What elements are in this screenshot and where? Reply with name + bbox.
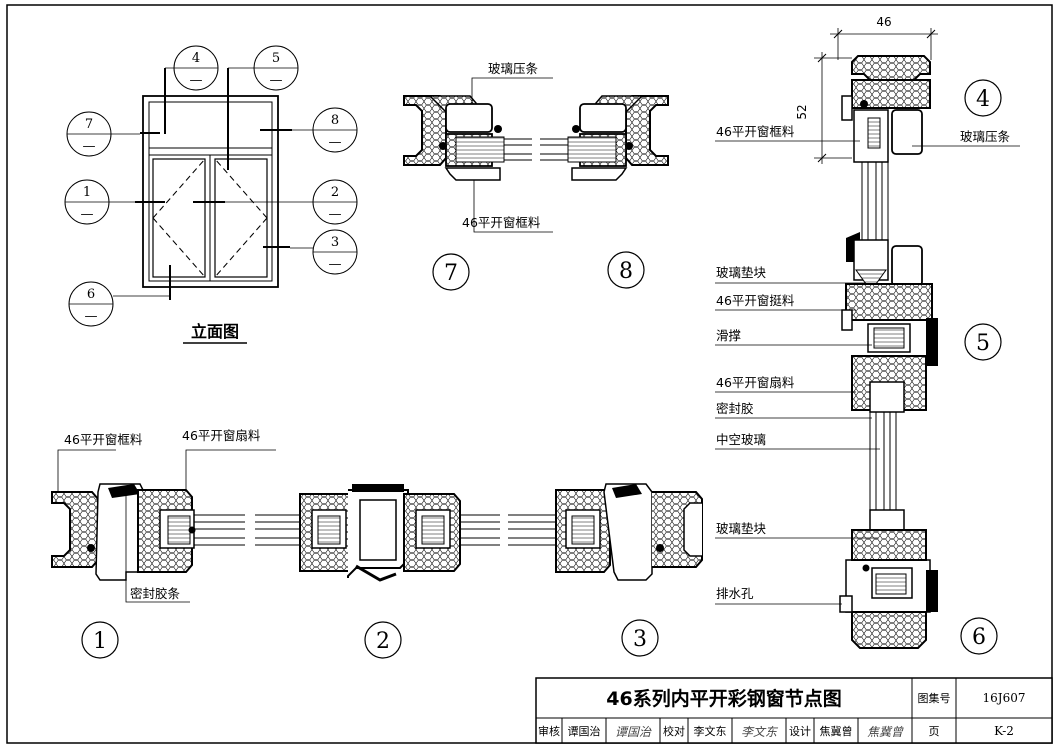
svg-text:设计: 设计 [789, 725, 811, 738]
balloon-5: 5 — [253, 45, 299, 91]
svg-text:46平开窗框料: 46平开窗框料 [462, 215, 541, 230]
svg-text:—: — [83, 139, 96, 154]
title-block: 46系列内平开彩钢窗节点图 图集号 16J607 审核 谭国治 谭国治 校对 李… [535, 677, 1053, 744]
balloon-1: 1 — [64, 179, 110, 225]
balloon-3: 3 — [312, 229, 358, 275]
svg-text:46平开窗挺料: 46平开窗挺料 [716, 293, 795, 308]
svg-text:K-2: K-2 [994, 724, 1014, 738]
svg-text:审核: 审核 [538, 724, 560, 738]
svg-text:7: 7 [85, 117, 93, 132]
left-sash [152, 158, 206, 278]
svg-text:7: 7 [444, 261, 458, 286]
mullion-profile [845, 283, 933, 321]
svg-text:李文东: 李文东 [694, 724, 727, 738]
drawing-title: 46系列内平开彩钢窗节点图 [606, 687, 841, 710]
svg-text:46平开窗框料: 46平开窗框料 [64, 432, 143, 447]
svg-text:玻璃垫块: 玻璃垫块 [716, 265, 767, 280]
svg-text:4: 4 [192, 51, 200, 66]
svg-text:3: 3 [331, 235, 339, 250]
vertical-section: 46 52 [715, 15, 1020, 655]
svg-text:46: 46 [876, 15, 891, 29]
svg-text:4: 4 [976, 87, 990, 112]
section-1: 46平开窗框料 46平开窗扇料 密封胶条 1 [51, 428, 276, 659]
elevation-view: 4 — 5 — 7 — 8 — 1 — 2 — 3 — 6 — 立面图 [64, 45, 358, 344]
svg-text:5: 5 [272, 51, 280, 66]
balloon-8: 8 — [312, 107, 358, 153]
svg-text:页: 页 [929, 725, 940, 738]
svg-text:1: 1 [83, 185, 91, 200]
svg-text:2: 2 [331, 185, 339, 200]
elevation-title: 立面图 [191, 322, 239, 341]
svg-text:8: 8 [619, 259, 633, 284]
svg-text:6: 6 [87, 287, 95, 302]
svg-text:排水孔: 排水孔 [716, 586, 754, 601]
section-7-marker: 7 [432, 253, 470, 291]
section-7-8: 玻璃压条 46平开窗框料 7 8 [403, 61, 669, 291]
svg-text:2: 2 [376, 629, 390, 654]
svg-text:—: — [85, 309, 98, 324]
svg-text:3: 3 [633, 627, 647, 652]
svg-text:—: — [329, 135, 342, 150]
svg-text:玻璃垫块: 玻璃垫块 [716, 521, 767, 536]
svg-text:1: 1 [93, 629, 107, 654]
balloon-6: 6 — [68, 281, 114, 327]
section-1-marker: 1 [81, 621, 119, 659]
svg-text:谭国治: 谭国治 [568, 724, 601, 738]
section-5-marker: 5 [964, 323, 1002, 361]
svg-text:玻璃压条: 玻璃压条 [488, 61, 539, 76]
svg-text:16J607: 16J607 [983, 691, 1026, 705]
svg-text:焦冀曾: 焦冀曾 [820, 724, 853, 738]
section-2: 2 [255, 484, 500, 659]
svg-text:5: 5 [976, 331, 990, 356]
section-4-marker: 4 [964, 79, 1002, 117]
review-signature: 谭国治 [615, 725, 652, 739]
svg-text:玻璃压条: 玻璃压条 [960, 129, 1011, 144]
section-8-marker: 8 [607, 251, 645, 289]
svg-text:—: — [329, 207, 342, 222]
right-sash [214, 158, 268, 278]
check-signature: 李文东 [741, 725, 779, 739]
balloon-4: 4 — [173, 45, 219, 91]
svg-text:中空玻璃: 中空玻璃 [716, 432, 766, 447]
balloon-7: 7 — [66, 111, 112, 157]
svg-text:图集号: 图集号 [918, 691, 951, 705]
svg-text:密封胶条: 密封胶条 [130, 586, 181, 601]
svg-text:滑撑: 滑撑 [716, 328, 742, 343]
svg-text:校对: 校对 [663, 724, 685, 738]
section-3: 3 [508, 483, 703, 657]
svg-text:密封胶: 密封胶 [716, 401, 754, 416]
glass-bead-7 [445, 103, 493, 133]
window-outer-frame [142, 95, 279, 288]
balloon-2: 2 — [312, 179, 358, 225]
sheet-border [6, 4, 1053, 744]
svg-text:46平开窗扇料: 46平开窗扇料 [716, 375, 795, 390]
section-3-marker: 3 [621, 619, 659, 657]
svg-text:—: — [329, 257, 342, 272]
design-signature: 焦冀曾 [867, 725, 904, 739]
section-2-marker: 2 [364, 621, 402, 659]
frame-profile-1 [51, 491, 99, 568]
svg-text:8: 8 [331, 113, 339, 128]
svg-text:46平开窗框料: 46平开窗框料 [716, 124, 795, 139]
mullion-2 [347, 489, 409, 578]
svg-text:—: — [81, 207, 94, 222]
svg-text:52: 52 [795, 104, 809, 119]
svg-text:—: — [190, 73, 203, 88]
svg-text:—: — [270, 73, 283, 88]
section-6-marker: 6 [960, 617, 998, 655]
svg-text:6: 6 [972, 625, 986, 650]
svg-text:46平开窗扇料: 46平开窗扇料 [182, 428, 261, 443]
